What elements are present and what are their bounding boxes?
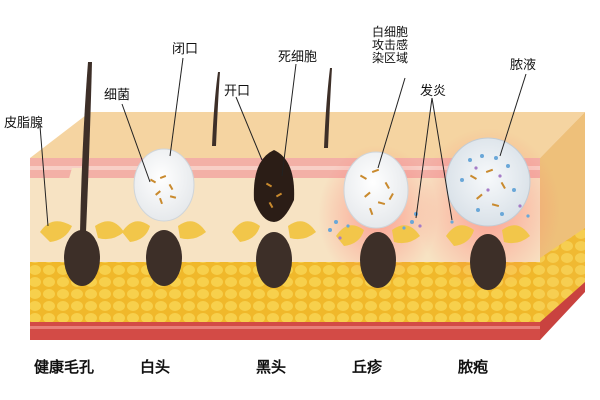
label-pus: 脓液 [510,58,537,73]
label-bacteria: 细菌 [104,88,131,103]
stage-whitehead: 白头 [140,358,171,376]
label-inflammation: 发炎 [420,84,447,99]
whitehead-pore [122,148,206,286]
stage-pustule: 脓疱 [458,358,489,376]
papule-pore [324,68,422,288]
leader-lines [39,57,527,227]
label-wbc-attack-area: 白细胞 攻击感 染区域 [372,25,409,65]
stage-blackhead: 黑头 [256,358,287,376]
blackhead-pore [212,72,316,288]
stage-healthy-pore: 健康毛孔 [34,358,95,376]
pustule-pore [445,137,531,290]
label-closed-opening: 闭口 [172,42,199,57]
label-sebaceous-gland: 皮脂腺 [4,116,44,131]
label-open-opening: 开口 [224,84,251,99]
muscle-layer [30,322,540,340]
stage-papule: 丘疹 [352,358,383,376]
healthy-pore [40,62,124,286]
label-dead-cells: 死细胞 [278,50,318,65]
